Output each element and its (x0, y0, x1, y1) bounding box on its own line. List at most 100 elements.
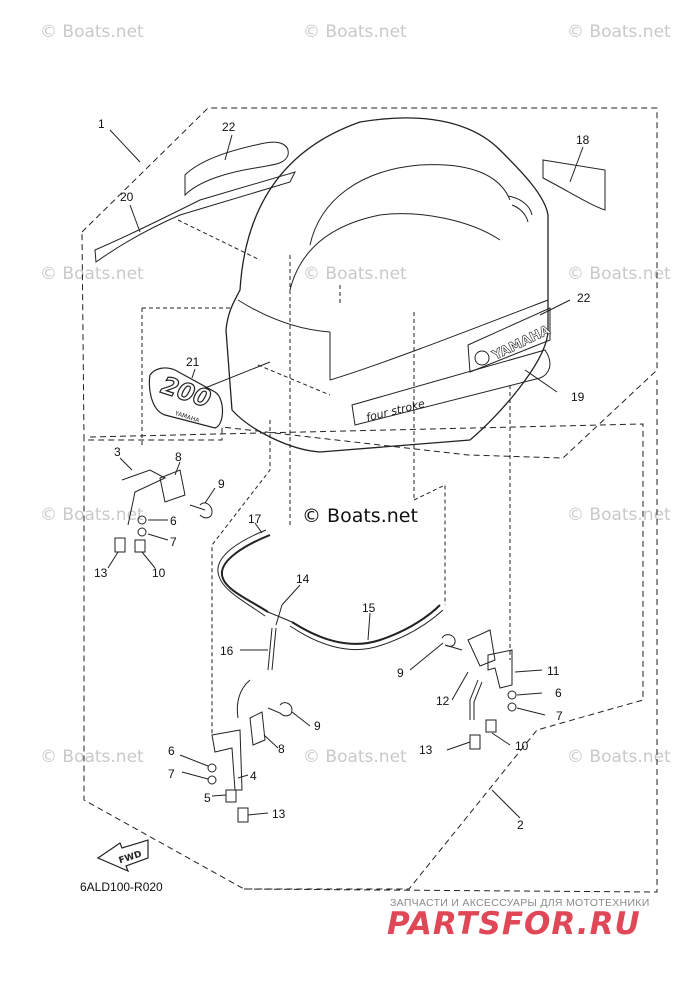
grommet-13b (237, 807, 249, 823)
callout-15: 15 (362, 601, 376, 615)
nut-10b (485, 719, 497, 733)
callout-1: 1 (98, 117, 105, 131)
watermark: © Boats.net (567, 505, 671, 525)
callout-11: 11 (547, 664, 560, 678)
leader-22a (224, 134, 233, 161)
callout-8: 8 (175, 450, 182, 464)
center-watermark: © Boats.net (302, 505, 418, 527)
hose-17-inner (217, 529, 267, 617)
bracket-11 (487, 649, 513, 689)
lower-assembly-boundary (83, 423, 644, 890)
callout-13: 13 (419, 743, 433, 757)
callout-7: 7 (556, 709, 563, 723)
callout-3: 3 (114, 445, 121, 459)
bracket-4 (211, 729, 243, 791)
nut-7a (137, 527, 147, 537)
callout-7: 7 (168, 767, 175, 781)
watermark: © Boats.net (303, 747, 407, 767)
callout-10: 10 (152, 566, 166, 580)
callout-21: 21 (186, 355, 200, 369)
callout-6: 6 (555, 686, 562, 700)
watermark: © Boats.net (567, 264, 671, 284)
callout-7: 7 (170, 535, 177, 549)
model-number-emblem: 200 (158, 371, 214, 413)
cowling-ridge-2 (289, 213, 501, 291)
watermark: © Boats.net (567, 22, 671, 42)
callout-13: 13 (272, 807, 286, 821)
cowling-ridge (309, 164, 511, 246)
cowl-brand-emblem: YAMAHA (489, 323, 552, 364)
air-intake-slot-2 (511, 204, 529, 223)
leader-22b (539, 299, 571, 316)
air-intake-slot (507, 195, 533, 216)
watermark: © Boats.net (567, 747, 671, 767)
callout-17: 17 (248, 512, 262, 526)
hose-16-lower (236, 679, 251, 719)
cowling-ridge-3 (237, 299, 331, 333)
callout-16: 16 (220, 644, 234, 658)
callout-6: 6 (170, 514, 177, 528)
stripe-text: four stroke (365, 397, 427, 424)
fwd-arrow (96, 839, 149, 873)
watermark: © Boats.net (40, 22, 144, 42)
bolt-9a (189, 502, 213, 519)
leader-18 (569, 146, 584, 183)
watermark: © Boats.net (40, 747, 144, 767)
bracket-8b (249, 711, 266, 746)
leader-1 (109, 129, 141, 163)
nut-10a (134, 539, 146, 553)
small-brand-emblem: YAMAHA (173, 410, 201, 425)
bushing-5 (225, 789, 237, 803)
decal-22-upper (184, 141, 289, 197)
callout-18: 18 (576, 133, 590, 147)
callout-4: 4 (250, 769, 257, 783)
bracket-3 (121, 469, 167, 526)
leader-20 (129, 204, 141, 233)
callout-12: 12 (436, 694, 450, 708)
washer-6a (137, 515, 147, 525)
decal-19-stripe (351, 349, 551, 426)
decal-20-stripe (94, 171, 296, 263)
upper-assembly-boundary (81, 107, 658, 459)
watermark: © Boats.net (303, 264, 407, 284)
callout-6: 6 (168, 744, 175, 758)
tuning-fork-logo-icon (474, 350, 490, 366)
bracket-8a (159, 469, 186, 503)
nut-7b (207, 775, 217, 785)
hose-15 (291, 604, 441, 645)
watermark: © Boats.net (303, 22, 407, 42)
grommet-13a (114, 537, 126, 553)
decal-22-brand-panel (467, 307, 551, 373)
watermark: © Boats.net (40, 264, 144, 284)
leader-19 (524, 369, 558, 393)
joint-14 (267, 604, 293, 626)
callout-13: 13 (94, 566, 108, 580)
pipe-12 (469, 679, 483, 720)
top-cowling-outline (225, 117, 549, 453)
hose-15-inner (289, 609, 444, 651)
decal-18 (542, 159, 606, 211)
callout-19: 19 (571, 390, 585, 404)
callout-8: 8 (278, 742, 285, 756)
callout-9: 9 (218, 477, 225, 491)
callout-9: 9 (397, 666, 404, 680)
decal-21-plate (148, 367, 224, 429)
callout-22: 22 (222, 120, 236, 134)
leader-2 (491, 789, 521, 819)
hose-17 (220, 534, 271, 613)
callout-10: 10 (515, 739, 529, 753)
callout-14: 14 (296, 572, 310, 586)
watermark: © Boats.net (40, 505, 144, 525)
lower-boundary-bottom (243, 380, 658, 893)
callout-5: 5 (204, 791, 211, 805)
ad-tagline: ЗАПЧАСТИ И АКСЕССУАРЫ ДЛЯ МОТОТЕХНИКИ (390, 897, 650, 909)
callout-22: 22 (577, 291, 591, 305)
ad-logo[interactable]: PARTSFOR.RU (387, 906, 641, 942)
washer-6b (207, 763, 217, 773)
callout-9: 9 (314, 719, 321, 733)
callout-2: 2 (517, 818, 524, 832)
diagram-code: 6ALD100-R020 (80, 880, 163, 894)
callout-20: 20 (120, 190, 134, 204)
